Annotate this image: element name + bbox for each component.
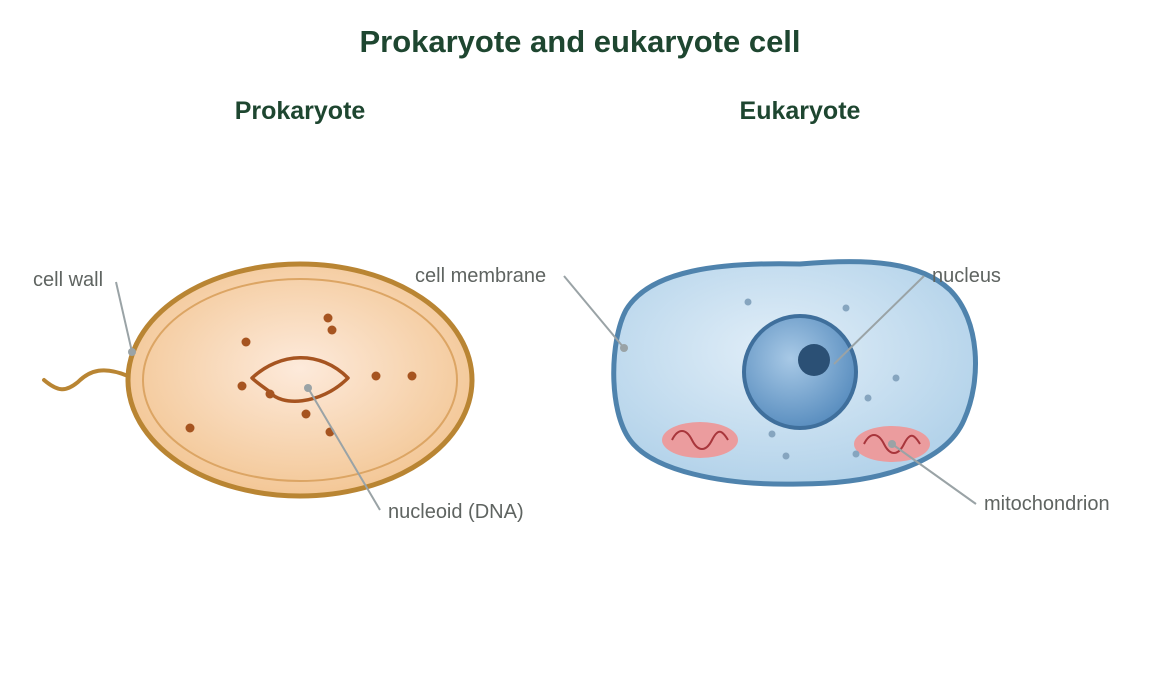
prokaryote-plasma-membrane [142, 278, 458, 482]
nucleoid-leader [307, 387, 381, 511]
granule-dot [892, 374, 900, 382]
nucleoid-leader-dot [304, 384, 312, 392]
cell-wall-leader-dot [128, 348, 136, 356]
eukaryote-cell [611, 259, 978, 487]
mitochondrion-label: mitochondrion [984, 493, 1110, 515]
granule-dot [782, 452, 790, 460]
prokaryote-cell [42, 261, 475, 499]
granule-dot [842, 304, 850, 312]
cytoplasm-granules [744, 298, 900, 460]
cell-membrane-leader [563, 275, 625, 349]
cell-wall-label: cell wall [33, 269, 103, 291]
nucleus-leader [833, 275, 925, 365]
ribosome-dot [407, 371, 417, 381]
ribosome-dot [323, 313, 333, 323]
nucleoid-label: nucleoid (DNA) [388, 501, 524, 523]
granule-dot [744, 298, 752, 306]
mitochondrion-leader [891, 443, 977, 505]
granule-dot [768, 430, 776, 438]
prokaryote-cell-wall [125, 261, 475, 499]
nucleolus [798, 344, 830, 376]
ribosome-dot [185, 423, 195, 433]
ribosome-dot [371, 371, 381, 381]
mitochondrion-left [662, 422, 738, 458]
nucleoid-dna [250, 356, 350, 403]
cell-wall-leader [115, 281, 133, 353]
nucleus [742, 314, 858, 430]
ribosome-dot [301, 409, 311, 419]
granule-dot [852, 450, 860, 458]
granule-dot [864, 394, 872, 402]
ribosome-dot [241, 337, 251, 347]
eukaryote-heading: Eukaryote [740, 97, 861, 125]
leader-lines [115, 275, 977, 511]
prokaryote-heading: Prokaryote [235, 97, 366, 125]
ribosome-dot [265, 389, 275, 399]
mitochondrion-left-crista [671, 430, 729, 450]
cell-membrane-leader-dot [620, 344, 628, 352]
nucleus-label: nucleus [932, 265, 1001, 287]
mitochondrion-left-body [662, 422, 738, 458]
diagram-title: Prokaryote and eukaryote cell [359, 24, 800, 59]
mitochondrion-right-crista [863, 434, 921, 454]
ribosomes [185, 313, 417, 437]
ribosome-dot [237, 381, 247, 391]
mitochondrion-leader-dot [888, 440, 896, 448]
flagellum [42, 368, 130, 392]
cell-membrane-label: cell membrane [415, 265, 546, 287]
ribosome-dot [327, 325, 337, 335]
